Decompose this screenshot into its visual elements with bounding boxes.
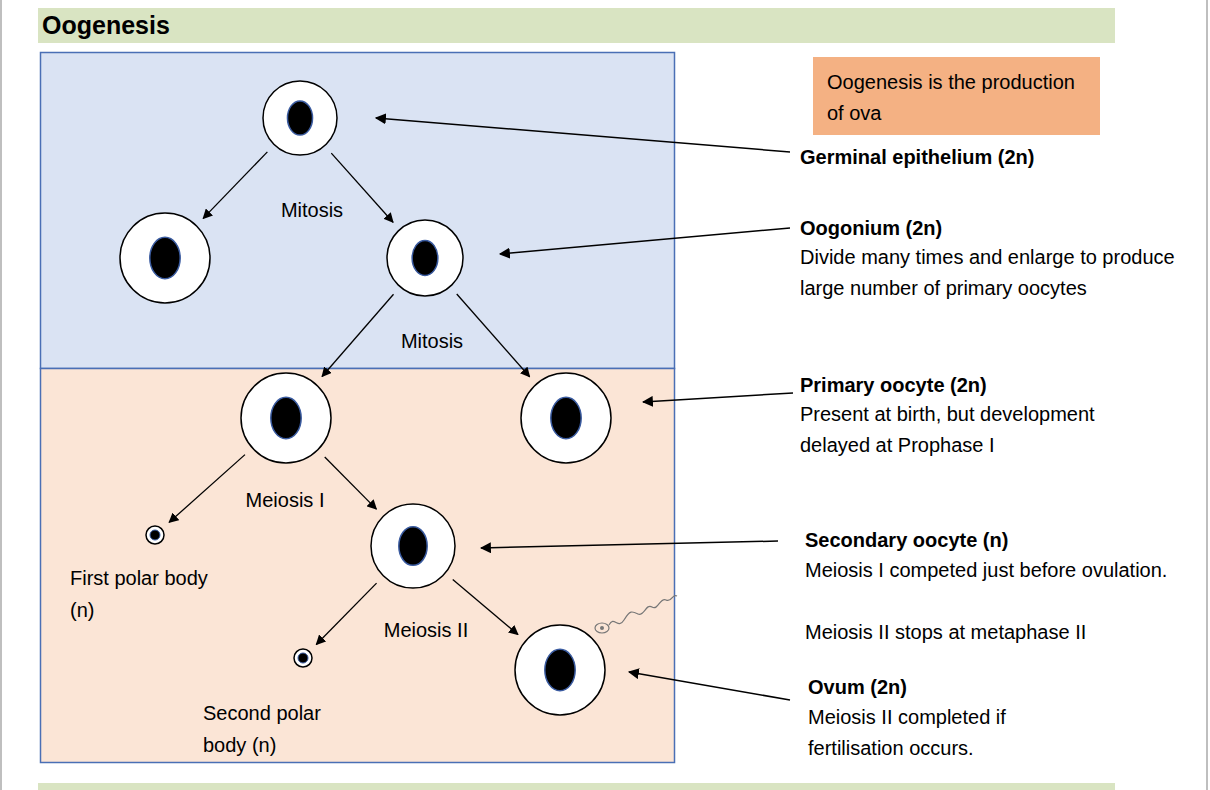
leader-line (643, 393, 793, 402)
cell-label: First polar body (n) (70, 562, 220, 626)
sperm-head (595, 623, 609, 633)
process-label: Mitosis (281, 195, 343, 226)
stage-heading: Ovum (2n) (808, 672, 1188, 703)
leader-line (500, 228, 790, 254)
cell-outline (145, 525, 165, 545)
process-label: Mitosis (401, 326, 463, 357)
cell-circle (240, 372, 332, 464)
stage-heading: Germinal epithelium (2n) (800, 142, 1180, 173)
meiosis-panel (41, 369, 675, 763)
nucleus (287, 101, 312, 135)
cell-membrane (120, 213, 210, 303)
nucleus (271, 397, 301, 438)
cell-label: Second polar body (n) (203, 697, 363, 761)
cell-outline (386, 219, 464, 297)
cell-membrane (146, 526, 164, 544)
sperm-head (600, 626, 604, 630)
definition-text: Oogenesis is the production of ova (827, 67, 1086, 129)
cell-circle (520, 372, 612, 464)
nucleus (150, 237, 180, 278)
page-edge (1206, 0, 1208, 790)
stage-heading: Secondary oocyte (n) (805, 525, 1185, 556)
cell-membrane (263, 81, 337, 155)
cell-outline (119, 212, 211, 304)
nucleus (545, 649, 575, 690)
cell-outline (293, 648, 313, 668)
nucleus (412, 240, 438, 275)
footer-band (38, 783, 1115, 790)
cell-outline (520, 372, 612, 464)
stage-note: Meiosis II completed if fertilisation oc… (808, 702, 1098, 764)
stage-heading: Primary oocyte (2n) (800, 370, 1180, 401)
division-arrow (322, 294, 393, 376)
nucleus (399, 527, 427, 566)
cell-outline (370, 503, 456, 589)
cell-circle (262, 80, 338, 156)
leader-line (376, 118, 790, 152)
cell-membrane (241, 373, 331, 463)
sperm-tail (609, 595, 677, 625)
stage-note: Divide many times and enlarge to produce… (800, 242, 1180, 304)
process-label: Meiosis I (246, 485, 325, 516)
stage-heading: Oogonium (2n) (800, 213, 1180, 244)
division-arrow (169, 455, 245, 523)
leader-line (481, 541, 778, 548)
leader-line (629, 672, 790, 700)
cell-circle (514, 624, 606, 716)
cell-membrane (515, 625, 605, 715)
polar-body: Second polar body (n) (293, 648, 313, 668)
mitosis-panel (41, 53, 675, 369)
definition-box: Oogenesis is the production of ova (813, 57, 1100, 135)
cell-membrane (371, 504, 455, 588)
stage-note: Present at birth, but development delaye… (800, 399, 1100, 461)
nucleus (150, 530, 160, 540)
division-arrow (316, 583, 376, 644)
title-band (38, 8, 1115, 43)
division-arrow (457, 294, 530, 377)
cell-membrane (387, 220, 463, 296)
cell-outline (240, 372, 332, 464)
stage-note: Meiosis I competed just before ovulation… (805, 555, 1185, 586)
nucleus (551, 397, 581, 438)
cell-membrane (521, 373, 611, 463)
division-arrow (325, 457, 377, 509)
page-edge (0, 0, 2, 790)
cell-circle (370, 503, 456, 589)
process-label: Meiosis II (384, 615, 468, 646)
cell-membrane (294, 649, 312, 667)
division-arrow (203, 152, 267, 219)
polar-body: First polar body (n) (145, 525, 165, 545)
cell-circle (119, 212, 211, 304)
diagram-title: Oogenesis (42, 8, 170, 43)
nucleus (298, 653, 308, 663)
cell-circle (386, 219, 464, 297)
stage-note: Meiosis II stops at metaphase II (805, 617, 1195, 648)
cell-outline (262, 80, 338, 156)
cell-outline (514, 624, 606, 716)
